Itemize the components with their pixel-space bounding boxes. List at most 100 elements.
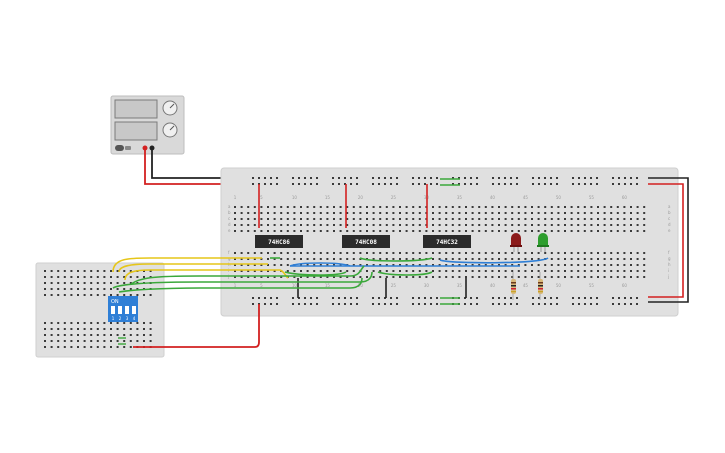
rail-hole[interactable] [630,297,632,299]
small-terminal-hole[interactable] [129,334,132,336]
terminal-hole[interactable] [524,218,527,220]
terminal-hole[interactable] [352,264,355,266]
terminal-hole[interactable] [458,258,461,260]
terminal-hole[interactable] [438,264,441,266]
small-terminal-hole[interactable] [116,340,119,342]
power-supply[interactable] [110,95,185,155]
terminal-hole[interactable] [570,230,573,232]
rail-hole[interactable] [498,183,500,185]
rail-hole[interactable] [636,183,638,185]
terminal-hole[interactable] [531,258,533,260]
rail-hole[interactable] [532,177,534,179]
rail-hole[interactable] [516,183,518,185]
small-terminal-hole[interactable] [123,334,126,336]
terminal-hole[interactable] [286,218,289,220]
rail-hole[interactable] [356,177,358,179]
rail-hole[interactable] [372,183,374,185]
rail-hole[interactable] [516,303,518,305]
terminal-hole[interactable] [313,230,316,232]
terminal-hole[interactable] [517,224,520,226]
terminal-hole[interactable] [623,276,626,278]
small-terminal-hole[interactable] [44,334,46,336]
terminal-hole[interactable] [537,206,540,208]
terminal-hole[interactable] [458,218,461,220]
terminal-hole[interactable] [352,206,355,208]
terminal-hole[interactable] [451,218,454,220]
rail-hole[interactable] [264,183,266,185]
small-terminal-hole[interactable] [44,288,46,290]
small-terminal-hole[interactable] [110,322,112,324]
small-terminal-hole[interactable] [90,282,93,284]
small-terminal-hole[interactable] [143,322,145,324]
terminal-hole[interactable] [405,230,408,232]
terminal-hole[interactable] [471,276,474,278]
terminal-hole[interactable] [253,206,256,208]
rail-hole[interactable] [258,177,260,179]
small-terminal-hole[interactable] [44,282,46,284]
terminal-hole[interactable] [597,258,599,260]
terminal-hole[interactable] [313,218,316,220]
terminal-hole[interactable] [597,224,599,226]
rail-hole[interactable] [276,303,278,305]
small-terminal-hole[interactable] [63,340,66,342]
terminal-hole[interactable] [326,270,329,272]
terminal-hole[interactable] [333,264,335,266]
rail-hole[interactable] [390,177,392,179]
terminal-hole[interactable] [247,230,250,232]
terminal-hole[interactable] [517,206,520,208]
terminal-hole[interactable] [260,264,263,266]
rail-hole[interactable] [510,297,512,299]
terminal-hole[interactable] [451,276,454,278]
rail-hole[interactable] [550,297,552,299]
terminal-hole[interactable] [234,206,236,208]
terminal-hole[interactable] [385,276,388,278]
terminal-hole[interactable] [445,276,448,278]
terminal-hole[interactable] [418,264,421,266]
terminal-hole[interactable] [319,224,322,226]
terminal-hole[interactable] [498,252,500,254]
terminal-hole[interactable] [630,230,632,232]
terminal-hole[interactable] [610,264,613,266]
rail-hole[interactable] [464,297,466,299]
terminal-hole[interactable] [392,206,395,208]
small-terminal-hole[interactable] [77,340,79,342]
terminal-hole[interactable] [359,252,362,254]
terminal-hole[interactable] [339,218,342,220]
rail-hole[interactable] [338,303,340,305]
terminal-hole[interactable] [306,218,309,220]
led-green[interactable] [537,233,549,252]
terminal-hole[interactable] [531,212,533,214]
small-terminal-hole[interactable] [63,288,66,290]
small-terminal-hole[interactable] [123,276,126,278]
terminal-hole[interactable] [504,270,507,272]
rail-hole[interactable] [538,303,540,305]
small-terminal-hole[interactable] [57,322,60,324]
terminal-hole[interactable] [465,252,467,254]
rail-hole[interactable] [310,297,312,299]
terminal-hole[interactable] [603,218,606,220]
rail-hole[interactable] [418,183,420,185]
terminal-hole[interactable] [498,206,500,208]
terminal-hole[interactable] [478,224,481,226]
terminal-hole[interactable] [511,206,514,208]
terminal-hole[interactable] [418,252,421,254]
small-terminal-hole[interactable] [57,282,60,284]
rail-hole[interactable] [470,183,472,185]
rail-hole[interactable] [544,297,546,299]
terminal-hole[interactable] [511,264,514,266]
terminal-hole[interactable] [564,270,566,272]
dip-toggle-2[interactable] [118,306,122,314]
terminal-hole[interactable] [524,252,527,254]
terminal-hole[interactable] [379,258,382,260]
terminal-hole[interactable] [352,270,355,272]
terminal-hole[interactable] [313,264,316,266]
small-terminal-hole[interactable] [57,270,60,272]
terminal-hole[interactable] [366,230,368,232]
terminal-hole[interactable] [372,206,375,208]
terminal-hole[interactable] [603,212,606,214]
terminal-hole[interactable] [432,230,434,232]
small-terminal-hole[interactable] [44,346,46,348]
rail-hole[interactable] [498,177,500,179]
terminal-hole[interactable] [339,264,342,266]
terminal-hole[interactable] [504,230,507,232]
